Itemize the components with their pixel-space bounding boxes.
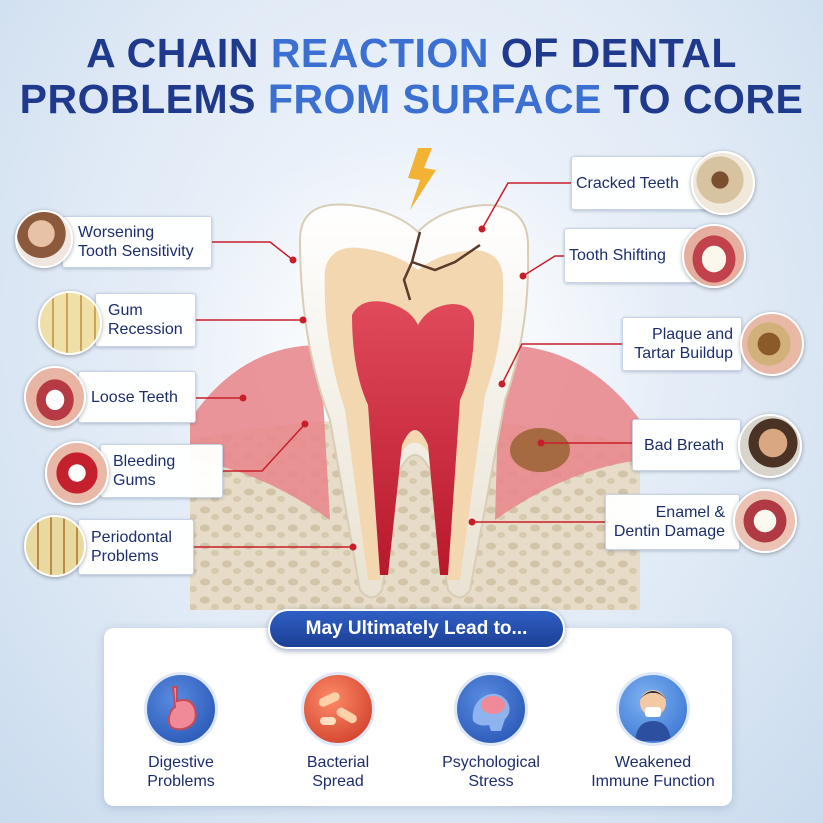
label-cracked-teeth: Cracked Teeth xyxy=(571,156,713,210)
left-connectors xyxy=(194,241,353,548)
left-gum xyxy=(190,345,330,520)
photo-periodontal xyxy=(24,515,86,577)
title-line1-a: A CHAIN xyxy=(86,30,271,76)
connector-cracked-teeth xyxy=(481,182,571,230)
photo-bad-breath xyxy=(738,414,802,478)
effect-label-immune: Weakened Immune Function xyxy=(591,754,715,790)
label-bad-breath: Bad Breath xyxy=(632,419,741,471)
photo-bleeding-gums xyxy=(45,441,109,505)
brain-icon xyxy=(454,672,528,746)
effect-label-digestive: Digestive Problems xyxy=(147,754,215,790)
label-bleeding-gums: Bleeding Gums xyxy=(100,444,223,498)
title-line1-c: OF DENTAL xyxy=(488,30,737,76)
sick-person-icon xyxy=(616,672,690,746)
title-line2-a: PROBLEMS xyxy=(19,76,268,122)
title-line2-c: TO CORE xyxy=(601,76,804,122)
photo-cracked-teeth xyxy=(691,151,755,215)
label-loose-teeth: Loose Teeth xyxy=(78,371,196,423)
right-gum xyxy=(495,345,640,520)
label-tooth-shifting: Tooth Shifting xyxy=(564,228,697,283)
label-periodontal-problems: Periodontal Problems xyxy=(78,519,194,575)
connector-bleeding-gums xyxy=(223,423,306,472)
photo-gum-recession xyxy=(38,291,102,355)
connector-tooth-shifting xyxy=(522,255,564,277)
connector-dots xyxy=(239,225,545,551)
tartar-stain xyxy=(510,428,570,472)
photo-tooth-shifting xyxy=(682,224,746,288)
stomach-icon xyxy=(144,672,218,746)
tooth-crack xyxy=(402,231,481,301)
bacteria-icon xyxy=(301,672,375,746)
effect-label-bacterial: Bacterial Spread xyxy=(306,754,370,790)
label-plaque-tartar: Plaque and Tartar Buildup xyxy=(622,317,742,371)
effect-label-psychological: Psychological Stress xyxy=(442,754,540,790)
photo-sensitivity xyxy=(15,210,73,268)
effect-psychological: Psychological Stress xyxy=(416,672,566,791)
title-line1-b: REACTION xyxy=(270,30,489,76)
photo-plaque-tartar xyxy=(740,312,804,376)
lead-to-banner: May Ultimately Lead to... xyxy=(268,609,565,649)
tooth-pulp xyxy=(352,301,475,575)
connector-plaque xyxy=(501,343,622,385)
label-gum-recession: Gum Recession xyxy=(95,293,196,347)
title-line2-b: FROM SURFACE xyxy=(267,76,602,122)
label-worsening-sensitivity: Worsening Tooth Sensitivity xyxy=(62,216,212,268)
label-enamel-dentin: Enamel & Dentin Damage xyxy=(605,494,740,550)
connector-sensitivity xyxy=(212,241,294,261)
right-connectors xyxy=(472,182,632,523)
page-title: A CHAIN REACTION OF DENTAL PROBLEMS FROM… xyxy=(0,30,823,122)
photo-loose-teeth xyxy=(24,366,86,428)
lightning-bolt-icon xyxy=(408,148,436,210)
effect-immune: Weakened Immune Function xyxy=(578,672,728,791)
effect-bacterial: Bacterial Spread xyxy=(263,672,413,791)
photo-enamel-dentin xyxy=(733,489,797,553)
effect-digestive: Digestive Problems xyxy=(106,672,256,791)
